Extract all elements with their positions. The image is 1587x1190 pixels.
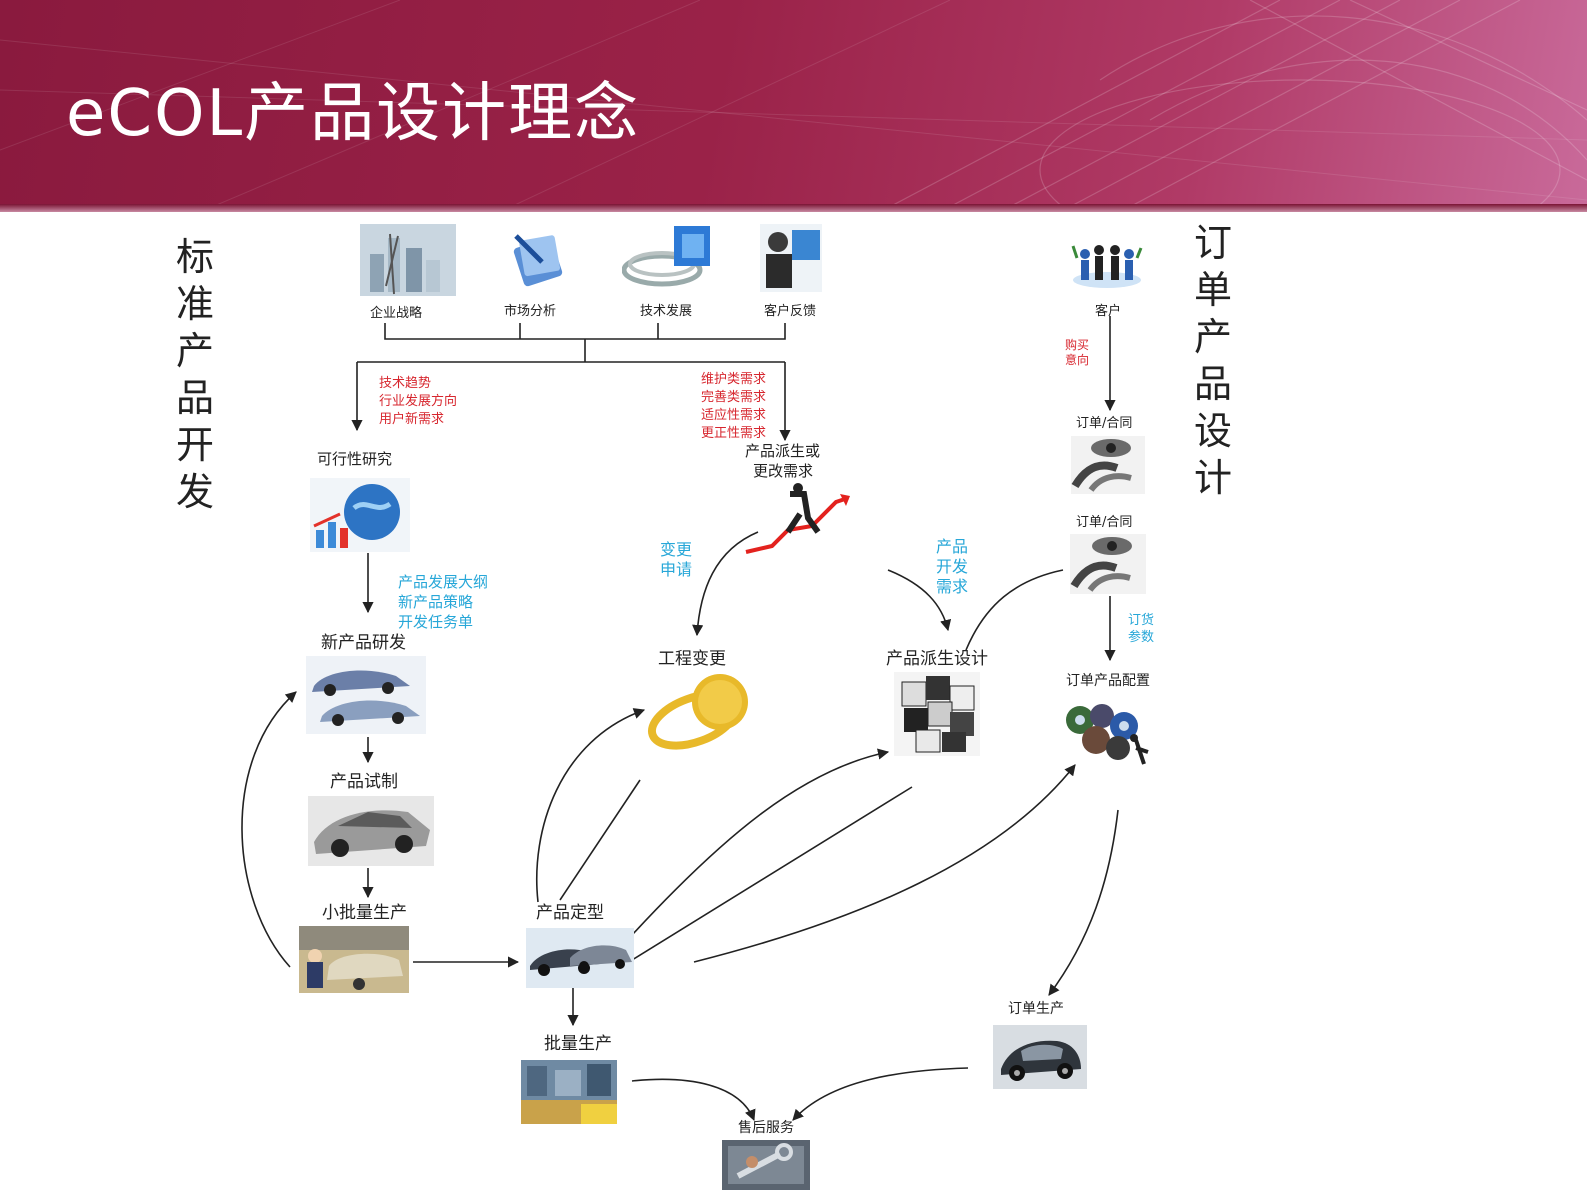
input-market-label: 市场分析 [504,304,557,319]
note-line: 行业发展方向 [379,394,458,409]
trial-car-image [308,796,434,866]
note-line: 更正性需求 [701,426,767,441]
eng-change-ring-image [644,668,756,752]
customer-feedback-image [760,224,822,292]
label-line: 产品派生或 [745,442,821,460]
order-production-car-image [993,1025,1087,1089]
label-line: 更改需求 [753,462,814,480]
left-heading-char: 发 [175,470,214,514]
right-heading-char: 单 [1193,268,1232,312]
right-heading-char: 计 [1193,456,1232,500]
right-heading-char: 订 [1193,221,1232,265]
new-dev-cars-image [306,656,426,734]
derive-design-label: 产品派生设计 [886,649,988,669]
input-strategy-label: 企业战略 [370,306,423,321]
small-batch-label: 小批量生产 [322,903,407,923]
note-line: 需求 [936,577,969,596]
order-contract-image-2 [1070,534,1146,594]
mass-production-factory-image [521,1060,617,1124]
order-params-note: 订货 参数 [1128,612,1154,646]
customer-label: 客户 [1095,304,1122,319]
header-banner: eCOL产品设计理念 [0,0,1587,212]
derive-request-label: 产品派生或 更改需求 [745,441,820,481]
note-line: 适应性需求 [701,408,767,423]
note-line: 开发 [936,557,969,576]
purchase-intent-note: 购买 意向 [1065,338,1089,368]
change-request-note: 变更 申请 [660,540,692,580]
feasibility-label: 可行性研究 [317,450,393,468]
order-config-gears-image [1062,700,1152,770]
derive-design-cubes-image [894,672,980,756]
small-batch-workshop-image [299,926,409,993]
note-line: 订货 [1128,613,1155,628]
new-dev-label: 新产品研发 [321,633,406,653]
note-line: 技术趋势 [379,376,432,391]
note-line: 用户新需求 [379,412,445,427]
mass-production-label: 批量生产 [544,1034,612,1054]
note-line: 开发任务单 [398,613,474,631]
input-feedback-label: 客户反馈 [764,304,817,319]
order-production-label: 订单生产 [1008,1001,1064,1017]
right-heading-char: 设 [1193,409,1232,453]
banner-decoration [0,0,1587,212]
page-title: eCOL产品设计理念 [66,77,641,151]
order-contract-label-2: 订单/合同 [1076,515,1133,530]
note-line: 申请 [660,560,693,579]
after-sales-wrench-image [722,1140,810,1190]
left-heading-char: 准 [175,282,214,326]
left-heading-char: 产 [175,329,214,373]
note-line: 变更 [660,540,693,559]
note-line: 维护类需求 [701,372,767,387]
note-line: 产品发展大纲 [398,573,489,591]
market-analysis-image [508,228,568,288]
plan-notes: 产品发展大纲 新产品策略 开发任务单 [398,572,488,632]
order-config-label: 订单产品配置 [1066,673,1150,689]
customer-handshake-image [1071,240,1143,290]
finalize-cars-image [526,928,634,988]
right-heading-char: 品 [1193,362,1232,406]
right-heading: 订 单 产 品 设 计 [1190,220,1236,502]
feasibility-globe-image [310,478,410,552]
note-line: 产品 [936,537,969,556]
growth-runner-image [742,480,854,560]
order-contract-image-1 [1071,436,1145,494]
note-line: 意向 [1065,353,1090,367]
note-line: 新产品策略 [398,593,474,611]
eng-change-label: 工程变更 [658,649,726,669]
finalize-label: 产品定型 [536,903,604,923]
note-line: 完善类需求 [701,390,767,405]
input-tech-label: 技术发展 [640,304,693,319]
order-contract-label-1: 订单/合同 [1076,416,1133,431]
requirement-notes-right: 维护类需求 完善类需求 适应性需求 更正性需求 [701,371,766,443]
left-heading-char: 标 [175,235,214,279]
left-heading-char: 开 [175,423,214,467]
note-line: 购买 [1065,338,1090,352]
right-heading-char: 产 [1193,315,1232,359]
corporate-strategy-image [360,224,456,296]
note-line: 参数 [1128,630,1155,645]
left-heading-char: 品 [175,376,214,420]
left-heading: 标 准 产 品 开 发 [172,234,218,516]
dev-requirement-note: 产品 开发 需求 [936,537,968,597]
technology-image [622,224,712,292]
banner-divider [0,204,1587,212]
trial-label: 产品试制 [330,772,398,792]
requirement-notes-left: 技术趋势 行业发展方向 用户新需求 [379,375,457,429]
after-sales-label: 售后服务 [738,1120,794,1136]
